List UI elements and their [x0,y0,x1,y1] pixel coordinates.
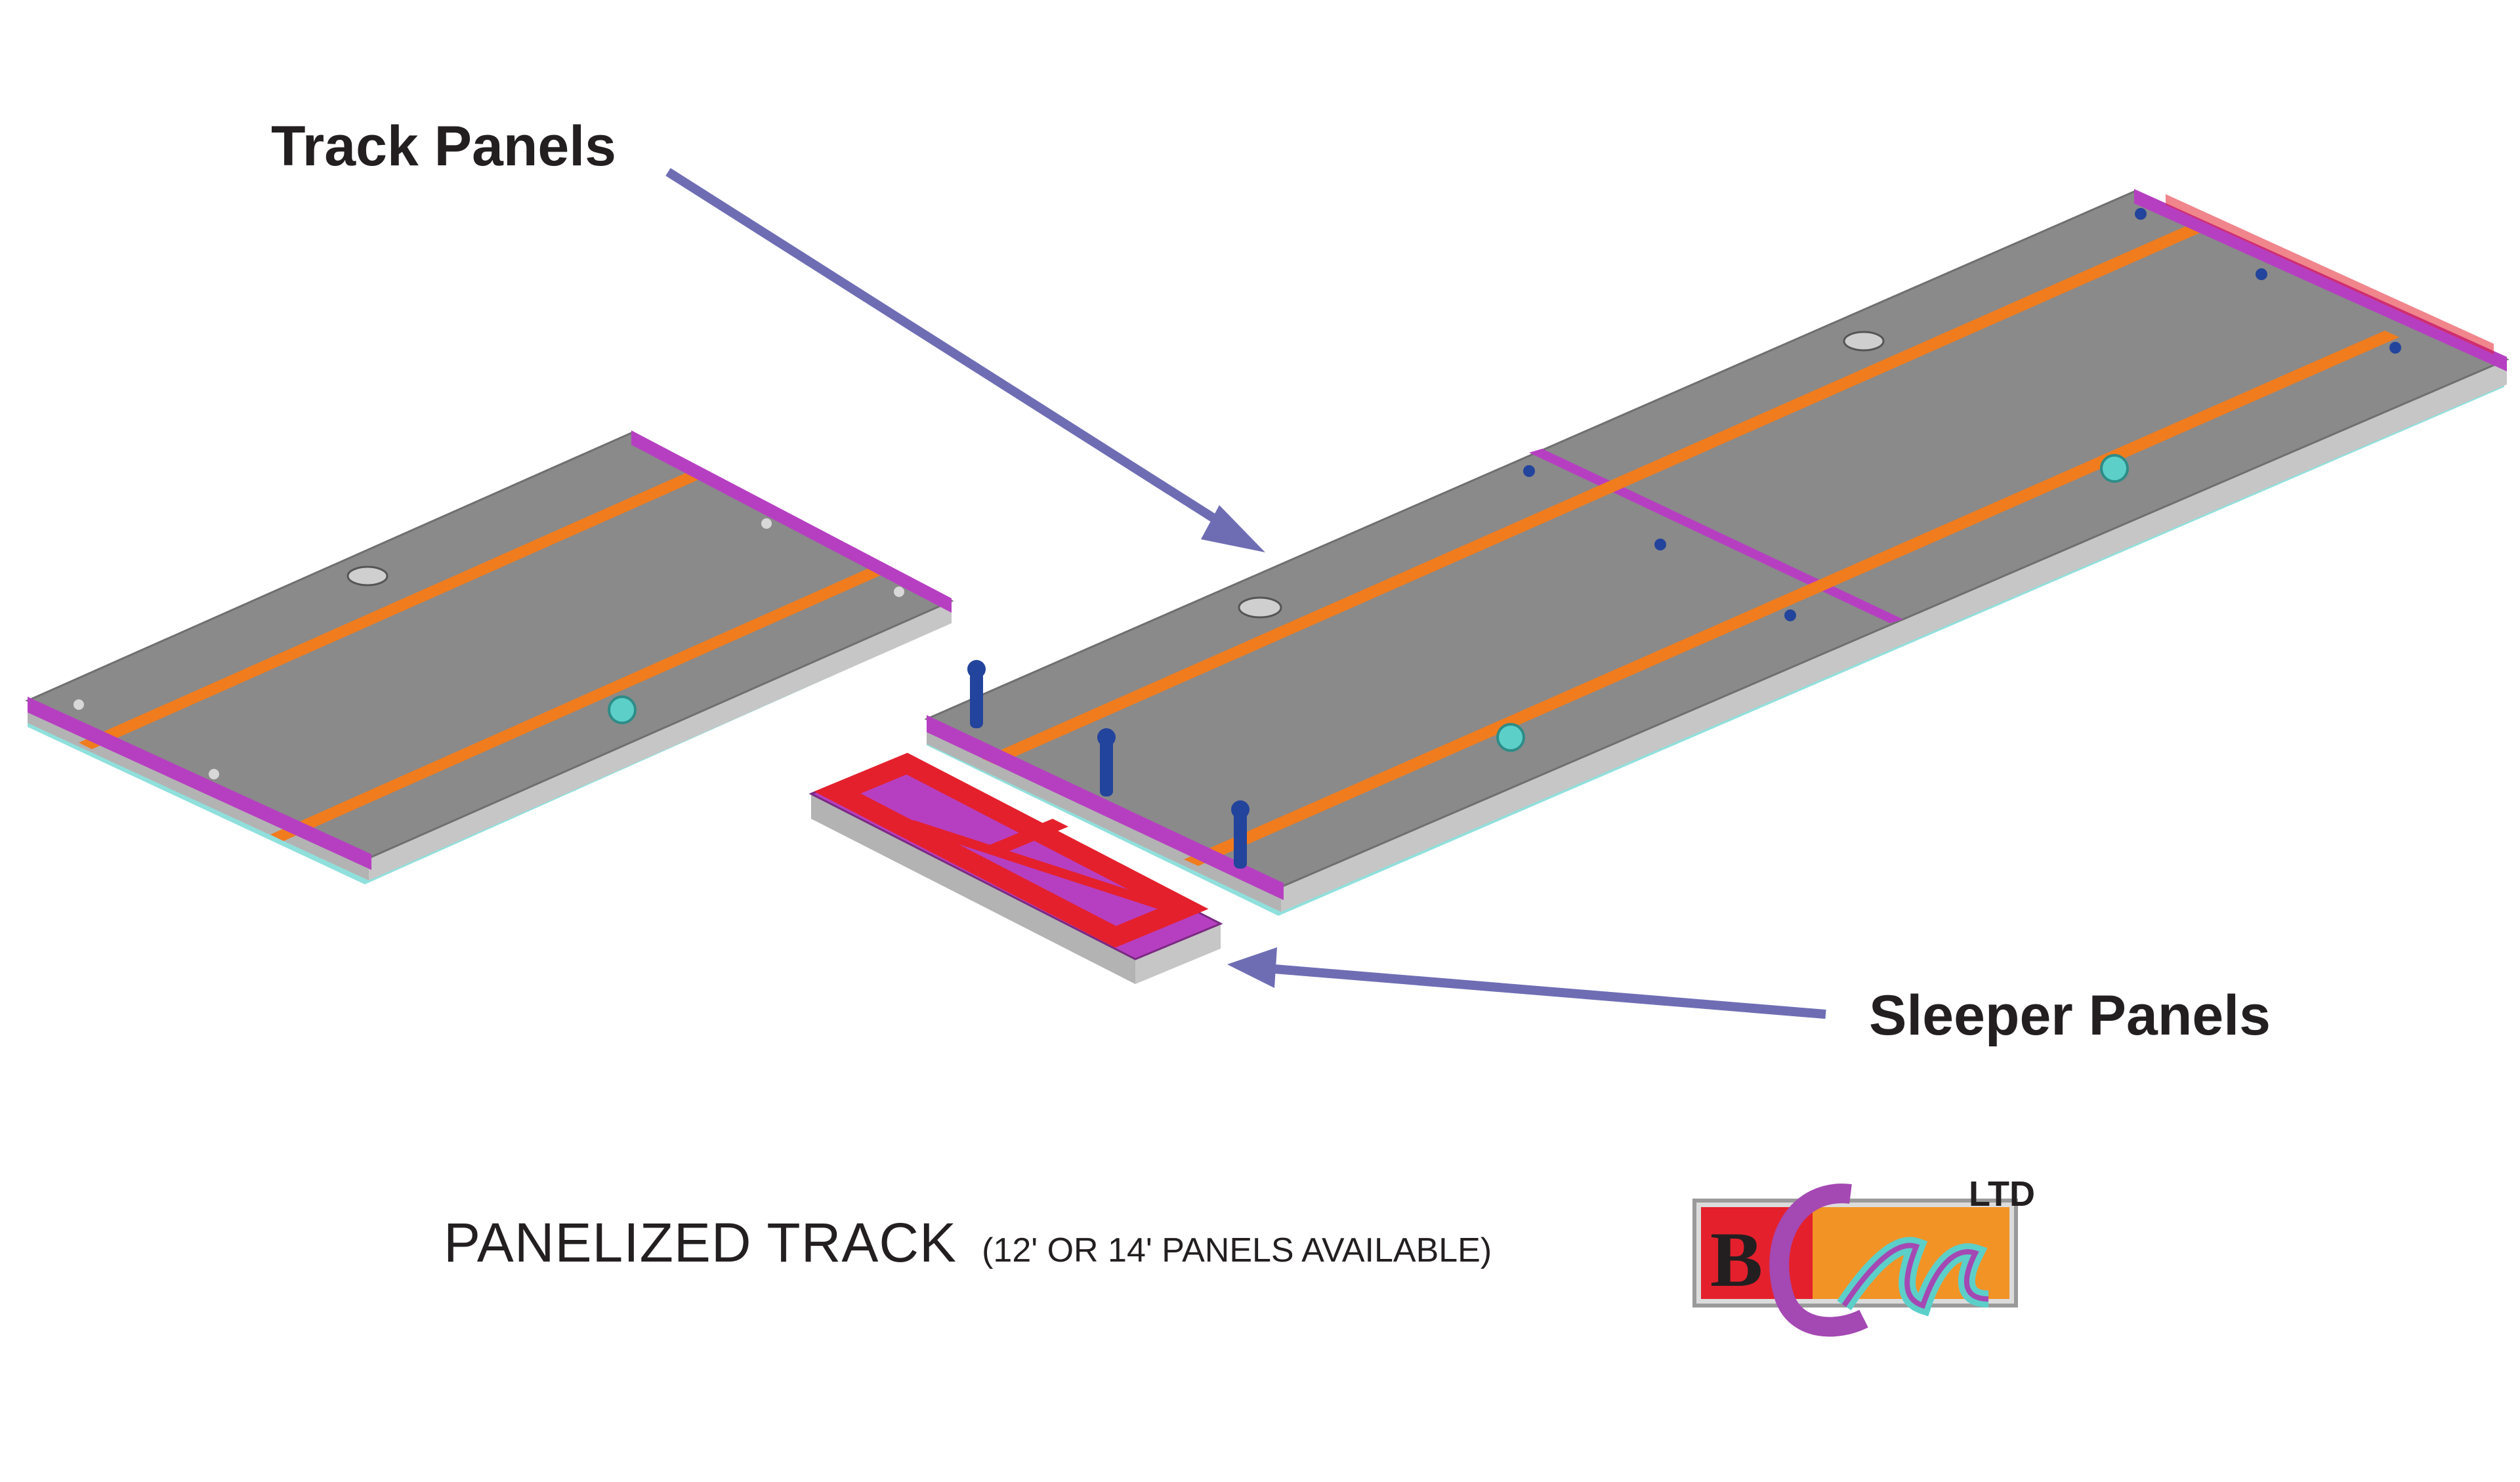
caption-title: PANELIZED TRACK [444,1212,957,1273]
logo-suffix: LTD [1969,1174,2035,1214]
right-track-panels [924,189,2510,916]
sleeper-panels-label: Sleeper Panels [1869,984,2271,1047]
left-track-panel [25,430,954,884]
sleeper-panels-arrow [1227,947,1826,1019]
svg-text:B: B [1710,1216,1763,1303]
sleeper-panel [808,752,1223,984]
caption: PANELIZED TRACK (12' OR 14' PANELS AVAILA… [444,1215,1492,1270]
track-panels-arrow [665,168,1265,552]
track-panels-label: Track Panels [271,115,616,178]
bcm-logo: B LTD [1692,1174,2035,1337]
caption-note: (12' OR 14' PANELS AVAILABLE) [982,1231,1492,1269]
